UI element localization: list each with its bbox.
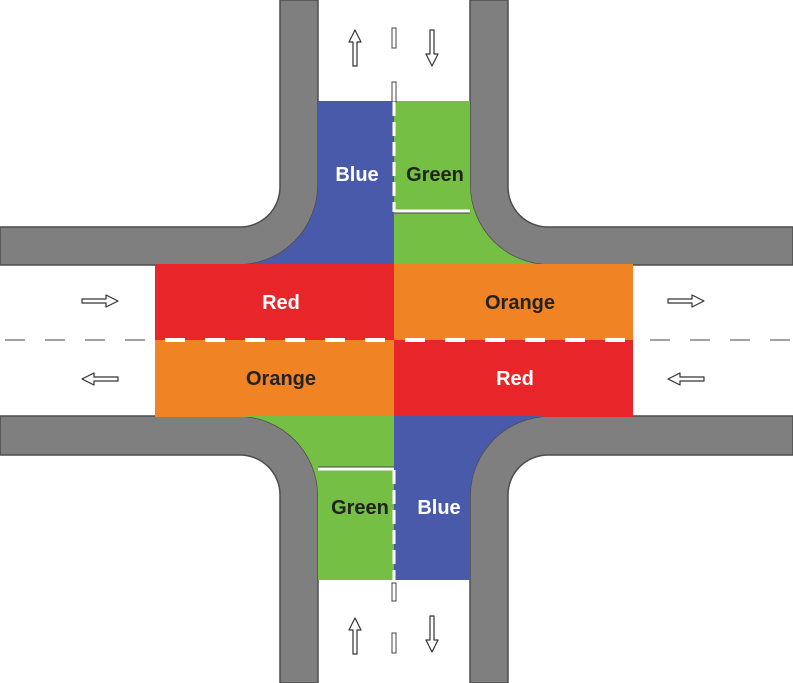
zone-south-left [238,416,395,580]
zone-labels: Blue Green Red Orange Orange Red Green B… [246,164,555,519]
label-north-right: Green [406,164,464,186]
up-arrow-icon [348,617,362,655]
right-arrow-icon [81,294,119,308]
curb-bottom-left [0,415,319,683]
right-arrow-icon [667,294,705,308]
zone-north-left [238,101,394,265]
zone-east-bottom [394,340,633,417]
zone-east-top [394,264,633,341]
label-west-bottom: Orange [246,368,316,390]
down-arrow-icon [425,615,439,653]
down-arrow-icon [425,29,439,67]
north-center-dash-2 [391,81,397,103]
zone-south-right [394,416,550,580]
left-arrow-icon [667,372,705,386]
south-center-dash-1 [391,582,397,602]
curb-bottom-right [469,415,793,683]
label-west-top: Red [262,292,300,314]
direction-arrows [81,29,705,655]
north-center-dash-1 [391,27,397,49]
up-arrow-icon [348,29,362,67]
label-north-left: Blue [335,164,378,186]
label-south-right: Blue [417,497,460,519]
zone-west-top [155,264,395,341]
curb-top-right [469,0,793,266]
left-arrow-icon [81,372,119,386]
south-center-dash-2 [391,632,397,654]
label-south-left: Green [331,497,389,519]
label-east-bottom: Red [496,368,534,390]
zone-north-right [394,101,550,265]
zone-west-bottom [155,340,395,417]
label-east-top: Orange [485,292,555,314]
curb-top-left [0,0,319,266]
lane-markings [5,27,790,654]
zones [155,101,633,580]
